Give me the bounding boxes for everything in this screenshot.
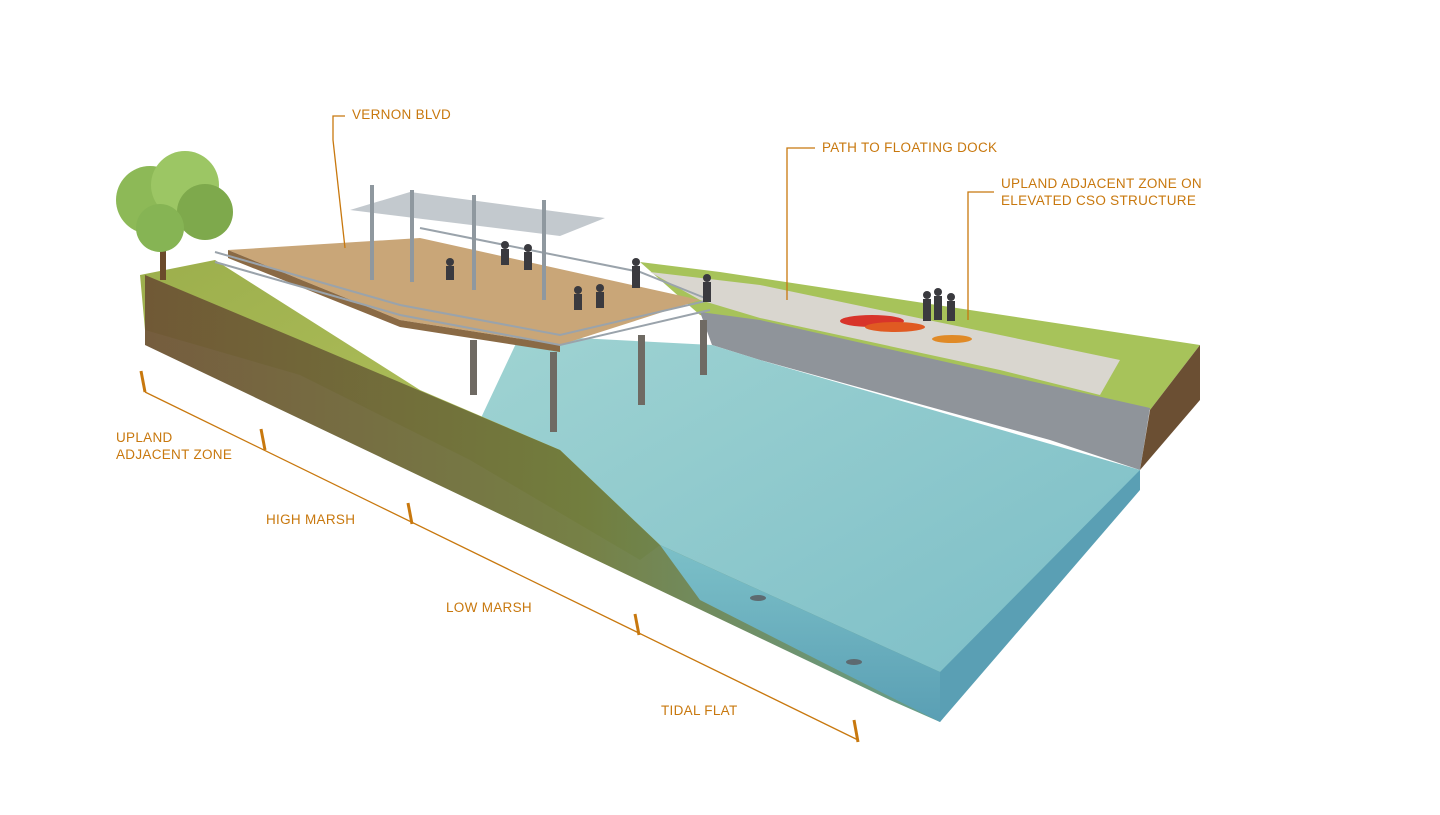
shade-canopy [350, 185, 605, 300]
tree-icon [116, 151, 233, 280]
deck-piles [470, 320, 707, 432]
person-icon [524, 244, 532, 270]
zone-tidal-flat: TIDAL FLAT [661, 703, 738, 718]
kayak-icon [840, 315, 972, 343]
front-water-face [660, 545, 940, 722]
callout-upland-cso: UPLAND ADJACENT ZONE ON ELEVATED CSO STR… [1001, 175, 1202, 209]
riprap-slope [700, 312, 1150, 470]
person-icon [934, 288, 942, 320]
zone-dimension-line [139, 370, 860, 743]
person-icon [923, 291, 931, 321]
person-icon [501, 241, 509, 265]
zone-low-marsh: LOW MARSH [446, 600, 532, 615]
leader-path-to-dock [786, 147, 815, 300]
person-icon [446, 258, 454, 280]
callout-upland-cso-line2: ELEVATED CSO STRUCTURE [1001, 193, 1197, 208]
water-side-face [940, 470, 1140, 722]
callout-path-to-floating-dock: PATH TO FLOATING DOCK [822, 140, 998, 155]
zone-high-marsh: HIGH MARSH [266, 512, 356, 527]
people-group [446, 241, 955, 321]
person-icon [632, 258, 640, 288]
zone-upland-line1: UPLAND [116, 430, 173, 445]
person-icon [574, 286, 582, 310]
gravel-path [650, 272, 1120, 395]
zone-upland-adjacent: UPLAND ADJACENT ZONE [116, 429, 232, 463]
zone-upland-line2: ADJACENT ZONE [116, 447, 233, 462]
leader-upland-cso [967, 191, 994, 320]
person-icon [596, 284, 604, 308]
person-icon [703, 274, 711, 302]
callout-upland-cso-line1: UPLAND ADJACENT ZONE ON [1001, 176, 1202, 191]
person-icon [947, 293, 955, 321]
fish-icon [750, 595, 862, 665]
water-surface [480, 335, 1140, 720]
upland-right-face [1140, 345, 1200, 470]
deck-surface [228, 238, 700, 345]
callout-leaders [332, 115, 994, 320]
leader-vernon-blvd [332, 115, 346, 249]
callout-vernon-blvd: VERNON BLVD [352, 107, 452, 122]
deck-edge [228, 250, 560, 352]
